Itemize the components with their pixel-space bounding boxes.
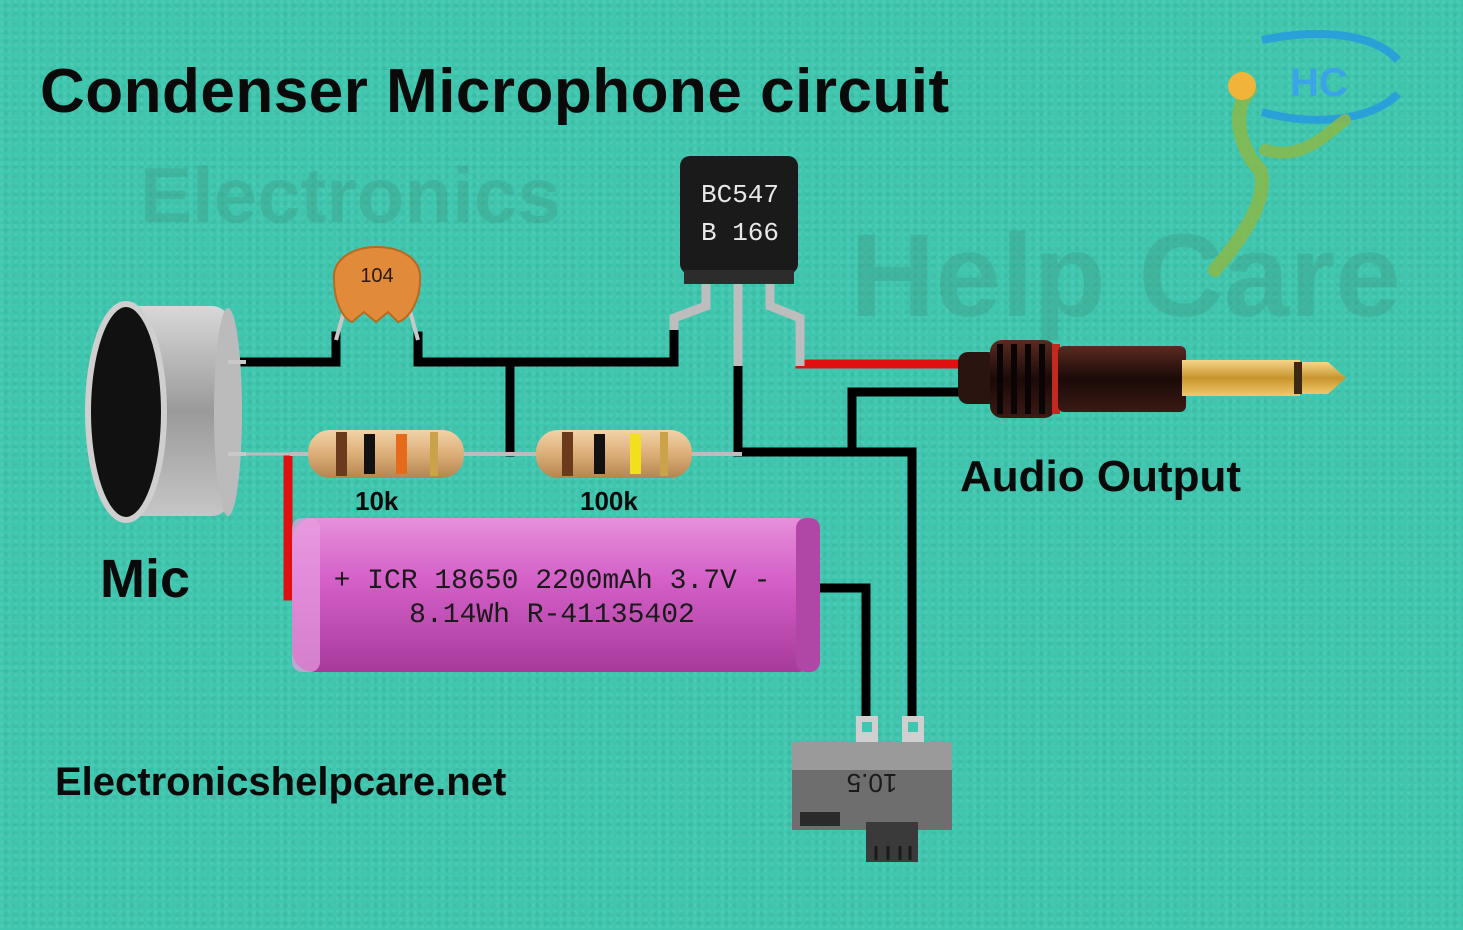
website-label: Electronicshelpcare.net (55, 760, 507, 804)
slide-switch: 10.5 (792, 716, 952, 862)
switch-marking: 10.5 (847, 768, 898, 798)
transistor-marking-1: BC547 (701, 180, 779, 210)
watermark-line2: Help Care (850, 210, 1401, 342)
battery: + ICR 18650 2200mAh 3.7V - 8.14Wh R-4113… (292, 518, 820, 672)
mic-label: Mic (100, 549, 191, 609)
watermark-line1: Electronics (140, 151, 561, 239)
diagram-title: Condenser Microphone circuit (40, 57, 950, 126)
battery-marking-2: 8.14Wh R-41135402 (409, 600, 695, 631)
transistor: BC547 B 166 (669, 156, 805, 366)
resistor-label-10k: 10k (355, 486, 399, 516)
ceramic-capacitor: 104 (332, 246, 422, 341)
logo-text: HC (1290, 61, 1348, 105)
battery-marking-1: + ICR 18650 2200mAh 3.7V - (334, 566, 771, 597)
microphone (85, 301, 246, 523)
resistor-100k (510, 430, 742, 478)
resistor-label-100k: 100k (580, 486, 638, 516)
logo: HC (1208, 30, 1401, 277)
resistor-10k (290, 430, 540, 478)
audio-jack-plug (958, 340, 1346, 418)
transistor-marking-2: B 166 (701, 218, 779, 248)
audio-output-label: Audio Output (960, 452, 1242, 501)
capacitor-code: 104 (360, 265, 393, 287)
